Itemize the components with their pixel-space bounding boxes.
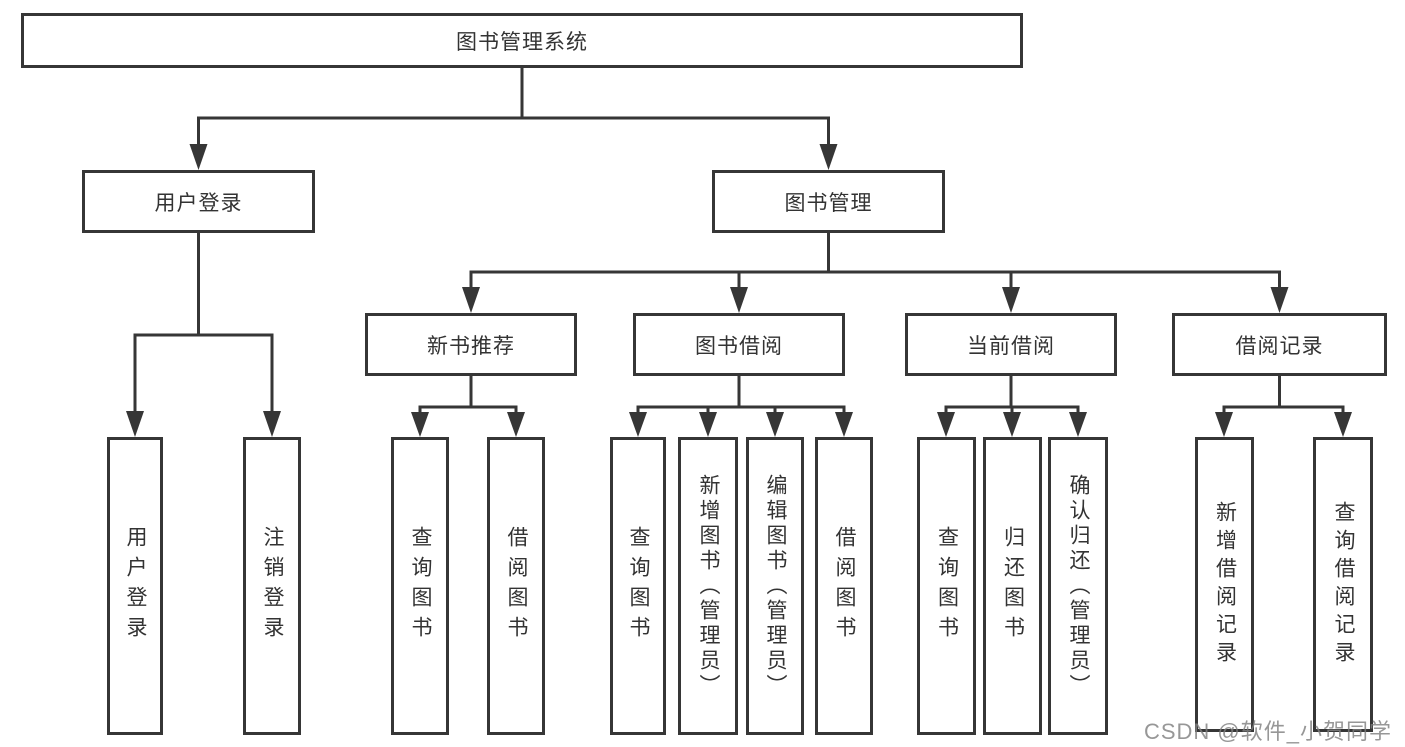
leaf-return-books: 归还图书 — [983, 437, 1042, 735]
leaf-query-books-3: 查询图书 — [917, 437, 976, 735]
leaf-add-books-admin: 新增图书（管理员） — [678, 437, 738, 735]
leaf-borrow-books-1: 借阅图书 — [487, 437, 545, 735]
node-user-login: 用户登录 — [82, 170, 315, 233]
leaf-user-login: 用户登录 — [107, 437, 163, 735]
node-book-management: 图书管理 — [712, 170, 945, 233]
leaf-query-books-2: 查询图书 — [610, 437, 666, 735]
leaf-query-books-1: 查询图书 — [391, 437, 449, 735]
leaf-logout: 注销登录 — [243, 437, 301, 735]
arrowheads — [126, 144, 1352, 437]
leaf-confirm-return-admin: 确认归还（管理员） — [1048, 437, 1108, 735]
leaf-edit-books-admin: 编辑图书（管理员） — [746, 437, 804, 735]
leaf-borrow-books-2: 借阅图书 — [815, 437, 873, 735]
node-borrow-records: 借阅记录 — [1172, 313, 1387, 376]
node-book-borrow: 图书借阅 — [633, 313, 845, 376]
node-current-borrow: 当前借阅 — [905, 313, 1117, 376]
leaf-add-borrow-record: 新增借阅记录 — [1195, 437, 1254, 732]
leaf-query-borrow-record: 查询借阅记录 — [1313, 437, 1373, 732]
node-root-system: 图书管理系统 — [21, 13, 1023, 68]
csdn-watermark: CSDN @软件_小贺同学 — [1143, 719, 1392, 744]
node-new-book-recommend: 新书推荐 — [365, 313, 577, 376]
